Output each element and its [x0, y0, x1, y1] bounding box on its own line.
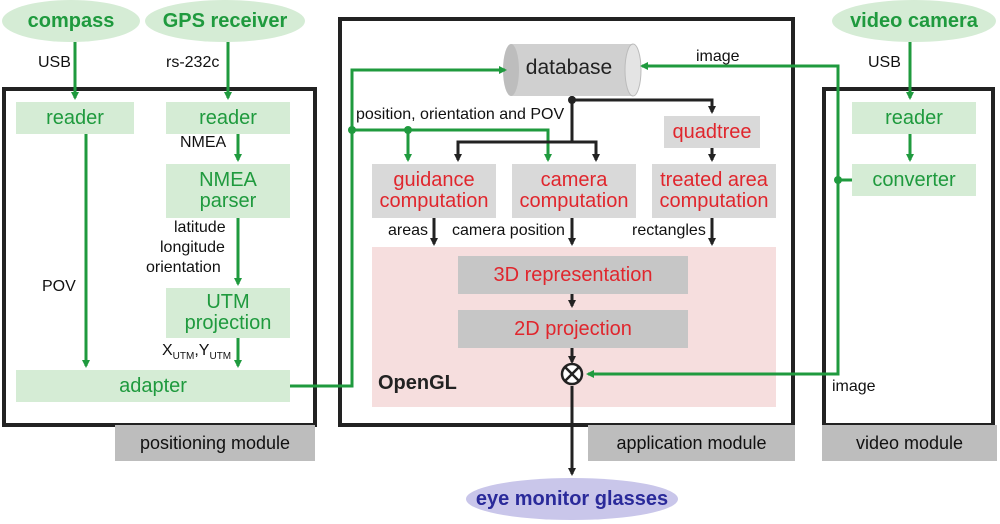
- xutm-sub: UTM: [172, 351, 195, 363]
- image-top-label: image: [696, 48, 740, 65]
- 3d-representation-box: 3D representation: [458, 256, 688, 294]
- 2d-projection-box: 2D projection: [458, 310, 688, 348]
- camera-position-label: camera position: [452, 222, 565, 239]
- rectangles-label: rectangles: [632, 222, 706, 239]
- quadtree-box: quadtree: [664, 116, 760, 148]
- application-module-label: application module: [588, 425, 795, 461]
- xutm-x: X: [162, 342, 173, 359]
- nmea-label: NMEA: [180, 134, 227, 151]
- eye-monitor-glasses-node: eye monitor glasses: [466, 478, 678, 520]
- database-cylinder-icon: [503, 43, 642, 97]
- database-to-guidance-line: [454, 140, 572, 162]
- video-reader-box: reader: [852, 102, 976, 134]
- xutm-yutm-label: XUTM,YUTM: [162, 342, 231, 362]
- yutm-y: Y: [198, 342, 210, 359]
- xutm-comma: ,: [194, 342, 199, 359]
- latitude-label: latitude: [174, 219, 226, 236]
- longitude-label: longitude: [160, 239, 225, 256]
- pos-orient-pov-label: position, orientation and POV: [356, 106, 565, 123]
- converter-box: converter: [852, 164, 976, 196]
- adapter-to-database-line: [290, 66, 507, 388]
- compass-node: compass: [2, 0, 140, 42]
- database-label: database: [525, 56, 613, 79]
- adapter-box: adapter: [16, 370, 290, 402]
- mixer-icon: [560, 362, 584, 386]
- image-video-label: image: [832, 378, 876, 395]
- areas-label: areas: [388, 222, 429, 239]
- guidance-computation-box: guidance computation: [372, 164, 496, 218]
- rs232c-label: rs-232c: [166, 54, 220, 71]
- database-to-camera-line: [572, 140, 600, 162]
- usb-left-label: USB: [38, 54, 71, 71]
- converter-to-database-line: [640, 62, 852, 182]
- camera-computation-box: camera computation: [512, 164, 636, 218]
- reader-right-box: reader: [166, 102, 290, 134]
- video-module-label: video module: [822, 425, 997, 461]
- usb-right-label: USB: [868, 54, 901, 71]
- nmea-parser-box: NMEA parser: [166, 164, 290, 218]
- reader-left-box: reader: [16, 102, 134, 134]
- position-to-camera-line: [408, 128, 552, 162]
- database-to-quadtree-line: [572, 98, 716, 114]
- pov-label: POV: [42, 278, 76, 295]
- application-module-frame: [338, 17, 795, 427]
- yutm-sub: UTM: [209, 351, 232, 363]
- video-camera-node: video camera: [832, 0, 996, 42]
- orientation-label: orientation: [146, 259, 221, 276]
- position-to-guidance-line: [352, 128, 412, 162]
- utm-projection-box: UTM projection: [166, 288, 290, 338]
- converter-to-mixer-line: [586, 180, 840, 378]
- treated-area-computation-box: treated area computation: [652, 164, 776, 218]
- opengl-label: OpenGL: [378, 372, 457, 394]
- positioning-module-label: positioning module: [115, 425, 315, 461]
- gps-receiver-node: GPS receiver: [145, 0, 305, 42]
